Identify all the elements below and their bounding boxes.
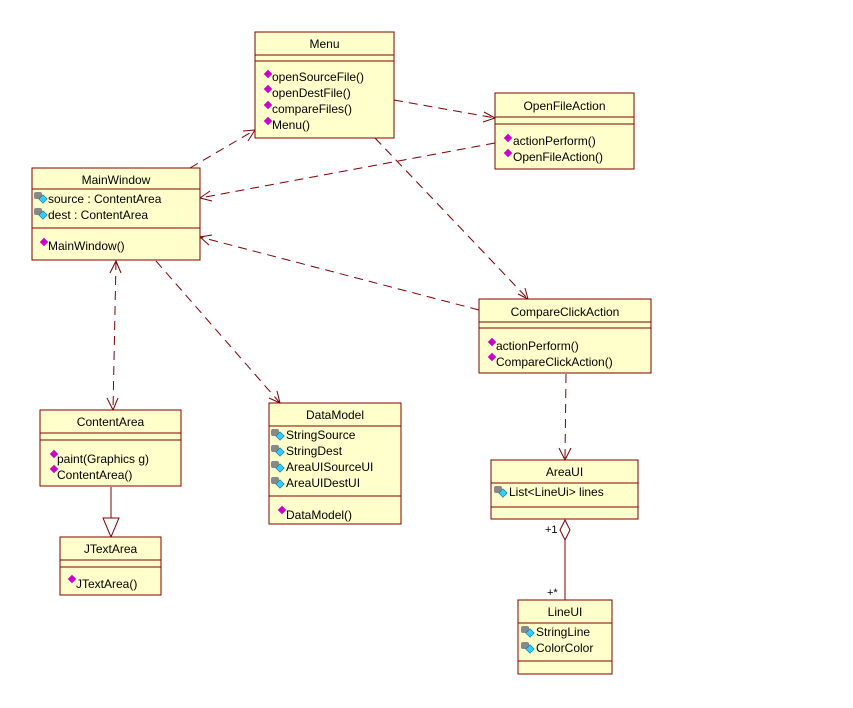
class-name-contentarea: ContentArea xyxy=(77,415,145,429)
dependency-mainwindow-contentarea xyxy=(112,260,117,411)
dependency-compareclickaction-mainwindow xyxy=(199,236,480,311)
attribute: dest : ContentArea xyxy=(48,208,148,222)
class-name-lineui: LineUI xyxy=(548,605,583,619)
attribute-icon xyxy=(494,486,508,498)
operation-icon xyxy=(487,352,497,362)
operation: JTextArea() xyxy=(76,577,137,591)
generalization-triangle xyxy=(102,517,120,539)
arrowhead-contentarea xyxy=(106,397,119,412)
multiplicity-lineui: +* xyxy=(547,587,558,599)
class-name-menu: Menu xyxy=(309,37,339,51)
operation: actionPerform() xyxy=(513,134,596,148)
operations-menu: openSourceFile() openDestFile() compareF… xyxy=(263,69,364,132)
attribute-icon xyxy=(271,429,285,441)
attribute-icon xyxy=(34,208,48,220)
attribute: source : ContentArea xyxy=(48,192,162,206)
operation-icon xyxy=(277,505,287,515)
dependency-menu-compareclickaction xyxy=(374,137,529,300)
class-open-file-action[interactable]: OpenFileAction actionPerform() OpenFileA… xyxy=(494,92,635,170)
operation-icon xyxy=(49,464,59,474)
dependency-openfileaction-mainwindow xyxy=(199,142,496,199)
dependency-mainwindow-menu xyxy=(189,129,256,169)
operation: DataModel() xyxy=(286,508,352,522)
attribute-icon xyxy=(271,477,285,489)
dependency-compareclickaction-areaui xyxy=(564,373,567,461)
attribute-icon xyxy=(34,192,48,204)
operation: openSourceFile() xyxy=(272,70,364,84)
class-data-model[interactable]: DataModel StringSource StringDest AreaUI… xyxy=(268,402,402,525)
class-name-compareclickaction: CompareClickAction xyxy=(511,305,620,319)
dependency-menu-openfileaction xyxy=(393,99,496,119)
aggregation-diamond xyxy=(559,518,571,542)
operation-icon xyxy=(49,449,59,459)
attribute: AreaUISourceUI xyxy=(286,460,373,474)
operation-icon xyxy=(263,69,273,79)
attribute: ColorColor xyxy=(536,641,593,655)
class-name-datamodel: DataModel xyxy=(306,408,364,422)
class-compare-click-action[interactable]: CompareClickAction actionPerform() Compa… xyxy=(478,298,652,374)
class-line-ui[interactable]: LineUI StringLine ColorColor xyxy=(517,599,613,675)
dependency-mainwindow-datamodel xyxy=(155,260,281,404)
operation: Menu() xyxy=(272,118,310,132)
class-j-text-area[interactable]: JTextArea JTextArea() xyxy=(59,536,162,596)
operation: OpenFileAction() xyxy=(513,150,603,164)
class-name-areaui: AreaUI xyxy=(546,465,583,479)
class-menu[interactable]: Menu openSourceFile() openDestFile() com… xyxy=(254,31,395,139)
attribute: StringDest xyxy=(286,444,343,458)
attribute-icon xyxy=(271,445,285,457)
operation: MainWindow() xyxy=(48,239,125,253)
class-name-jtextarea: JTextArea xyxy=(84,542,138,556)
multiplicity-areaui: +1 xyxy=(545,524,558,536)
operation: openDestFile() xyxy=(272,86,351,100)
operation: actionPerform() xyxy=(496,339,579,353)
attribute-icon xyxy=(521,642,535,654)
operation-icon xyxy=(503,148,513,158)
operation-icon xyxy=(503,133,513,143)
operation: CompareClickAction() xyxy=(496,355,613,369)
operation-icon xyxy=(263,100,273,110)
class-main-window[interactable]: MainWindow source : ContentArea dest : C… xyxy=(31,167,201,261)
operation: compareFiles() xyxy=(272,102,352,116)
attribute: AreaUIDestUI xyxy=(286,476,360,490)
operation-icon xyxy=(487,337,497,347)
attribute: StringSource xyxy=(286,428,356,442)
class-name-mainwindow: MainWindow xyxy=(82,173,151,187)
attribute: List<LineUi> lines xyxy=(509,485,604,499)
class-area-ui[interactable]: AreaUI List<LineUi> lines xyxy=(490,459,639,520)
attribute-icon xyxy=(271,461,285,473)
operation-icon xyxy=(39,237,49,247)
operation-icon xyxy=(263,116,273,126)
class-content-area[interactable]: ContentArea paint(Graphics g) ContentAre… xyxy=(39,409,182,487)
operation: paint(Graphics g) xyxy=(57,452,149,466)
operation: ContentArea() xyxy=(57,468,132,482)
operation-icon xyxy=(263,84,273,94)
attribute-icon xyxy=(521,626,535,638)
arrowhead-mainwindow-3 xyxy=(109,259,122,274)
class-name-openfileaction: OpenFileAction xyxy=(523,99,605,113)
attribute: StringLine xyxy=(536,625,590,639)
